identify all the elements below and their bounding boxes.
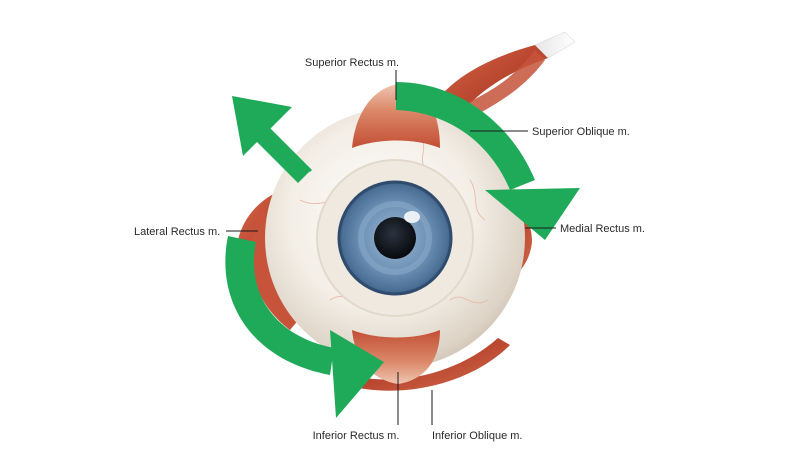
curved-arrow-lower-left	[225, 236, 384, 418]
label-superior-oblique: Superior Oblique m.	[532, 126, 630, 138]
label-medial-rectus: Medial Rectus m.	[560, 223, 645, 235]
label-inferior-oblique: Inferior Oblique m.	[432, 430, 522, 442]
label-lateral-rectus: Lateral Rectus m.	[134, 226, 220, 238]
curved-arrow-upper-right	[396, 82, 580, 240]
label-inferior-rectus: Inferior Rectus m.	[313, 430, 400, 442]
pupil	[374, 211, 420, 259]
leader-lines	[226, 70, 556, 425]
label-superior-rectus: Superior Rectus m.	[305, 57, 399, 69]
diagonal-arrow-upper-left	[232, 96, 312, 183]
lateral-band	[250, 210, 300, 330]
